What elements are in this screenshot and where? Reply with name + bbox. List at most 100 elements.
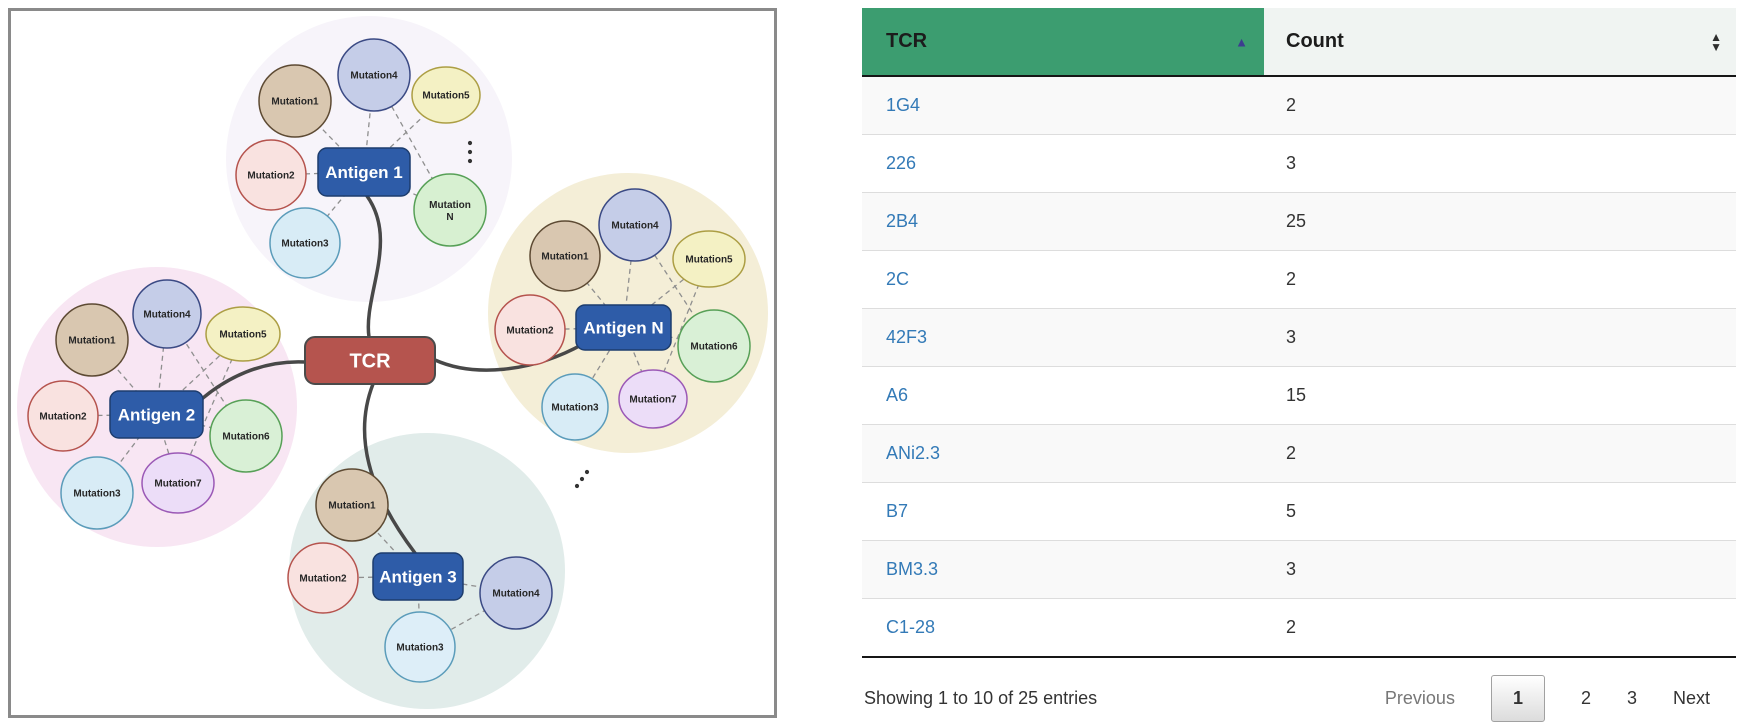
table-row: B7 5 <box>862 482 1736 540</box>
count-cell: 3 <box>1286 559 1297 579</box>
mutation-node-label: Mutation7 <box>629 395 677 406</box>
mutation-node[interactable] <box>60 456 134 530</box>
pagination-page[interactable]: 2 <box>1580 687 1591 708</box>
mutation-node[interactable] <box>413 173 487 247</box>
tcr-cell: B7 <box>862 501 1264 522</box>
mutation-node[interactable] <box>235 139 307 211</box>
tcr-cell: ANi2.3 <box>862 443 1264 464</box>
mutation-node-label: Mutation4 <box>611 221 659 232</box>
table-row: BM3.3 3 <box>862 540 1736 598</box>
count-cell: 5 <box>1286 501 1297 521</box>
antigen-3-node[interactable] <box>372 552 464 601</box>
mutation-node-label: Mutation2 <box>299 574 347 585</box>
tcr-link[interactable]: 226 <box>886 153 917 173</box>
tcr-antigen-link <box>433 342 585 372</box>
mutation-node-label: Mutation3 <box>281 239 329 250</box>
mutation-node[interactable] <box>494 294 566 366</box>
mutation-node-label: Mutation2 <box>247 171 295 182</box>
sort-ascending-icon: ▲ <box>1235 34 1248 49</box>
pagination-page-active[interactable]: 1 <box>1490 674 1545 722</box>
tcr-link[interactable]: A6 <box>886 385 909 405</box>
table-info: Showing 1 to 10 of 25 entries <box>864 687 1098 708</box>
mutation-node-label: Mutation1 <box>541 252 589 263</box>
pagination-previous-button[interactable]: Previous <box>1384 687 1455 708</box>
mutation-node[interactable] <box>209 399 283 473</box>
mutation-node[interactable] <box>258 64 332 138</box>
antigen-2-node[interactable] <box>109 390 204 439</box>
mutation-node[interactable] <box>287 542 359 614</box>
mutation-node[interactable] <box>384 611 456 683</box>
mutation-node[interactable] <box>55 303 129 377</box>
mutation-node-label: Mutation7 <box>154 479 202 490</box>
tcr-cell: 2B4 <box>862 211 1264 232</box>
tcr-cell: C1-28 <box>862 617 1264 638</box>
mutation-node-label: Mutation4 <box>350 71 398 82</box>
table-row: 42F3 3 <box>862 308 1736 366</box>
column-header-count[interactable]: Count ▲ ▼ <box>1264 8 1736 75</box>
mutation-node[interactable] <box>618 369 688 429</box>
mutation-node[interactable] <box>269 207 341 279</box>
table-row: 1G4 2 <box>862 77 1736 134</box>
antigen-2-label: Antigen 2 <box>118 406 195 425</box>
mutation-node[interactable] <box>529 220 601 292</box>
mutation-cross-edge <box>652 258 710 400</box>
tcr-link[interactable]: BM3.3 <box>886 559 939 579</box>
mutation-node-label: Mutation2 <box>506 326 554 337</box>
tcr-cell: BM3.3 <box>862 559 1264 580</box>
pagination-page-numbers: 1 2 3 <box>1490 674 1637 722</box>
mutation-node[interactable] <box>411 66 481 124</box>
tcr-link[interactable]: B7 <box>886 501 909 521</box>
tcr-antigen-link <box>193 360 307 407</box>
pagination-next-button[interactable]: Next <box>1672 687 1710 708</box>
tcr-link[interactable]: C1-28 <box>886 617 936 637</box>
mutation-node[interactable] <box>541 373 609 441</box>
more-items-ellipsis-icon <box>574 469 590 489</box>
count-cell: 3 <box>1286 327 1297 347</box>
mutation-node[interactable] <box>141 452 215 514</box>
mutation-node[interactable] <box>132 279 202 349</box>
sort-both-icon: ▲ ▼ <box>1710 29 1722 54</box>
mutation-node[interactable] <box>315 468 389 542</box>
pagination-page[interactable]: 3 <box>1626 687 1637 708</box>
mutation-node[interactable] <box>598 188 672 262</box>
antigen-1-label: Antigen 1 <box>325 163 402 182</box>
tcr-link[interactable]: 42F3 <box>886 327 928 347</box>
tcr-cell: A6 <box>862 385 1264 406</box>
column-header-tcr-label: TCR <box>886 30 928 52</box>
count-cell: 2 <box>1286 443 1297 463</box>
mutation-node-label: Mutation1 <box>271 97 319 108</box>
sort-down-glyph: ▼ <box>1710 39 1722 54</box>
tcr-link[interactable]: 2C <box>886 269 910 289</box>
mutation-edge <box>322 575 419 579</box>
tcr-node[interactable] <box>304 336 436 385</box>
mutation-node[interactable] <box>479 556 553 630</box>
tcr-cell: 2C <box>862 269 1264 290</box>
tcr-link[interactable]: 1G4 <box>886 95 921 115</box>
mutation-node[interactable] <box>672 230 746 288</box>
tcr-cell: 42F3 <box>862 327 1264 348</box>
mutation-node-label: Mutation1 <box>68 336 116 347</box>
column-header-count-label: Count <box>1286 30 1344 52</box>
antigen-n-node[interactable] <box>575 304 672 351</box>
mutation-node-label: Mutation4 <box>143 310 191 321</box>
mutation-node[interactable] <box>337 38 411 112</box>
tcr-link[interactable]: 2B4 <box>886 211 919 231</box>
mutation-node[interactable] <box>27 380 99 452</box>
column-header-tcr[interactable]: TCR ▲ <box>862 8 1264 75</box>
antigen-1-node[interactable] <box>317 147 411 197</box>
count-cell: 2 <box>1286 95 1297 115</box>
mutation-node[interactable] <box>677 309 751 383</box>
pagination: Previous 1 2 3 Next <box>1384 674 1710 722</box>
tcr-link[interactable]: ANi2.3 <box>886 443 941 463</box>
sort-up-glyph: ▲ <box>1710 29 1722 44</box>
mutation-node-label: Mutation1 <box>328 501 376 512</box>
table-header-row: TCR ▲ Count ▲ ▼ <box>862 8 1736 77</box>
mutation-node[interactable] <box>205 306 281 362</box>
